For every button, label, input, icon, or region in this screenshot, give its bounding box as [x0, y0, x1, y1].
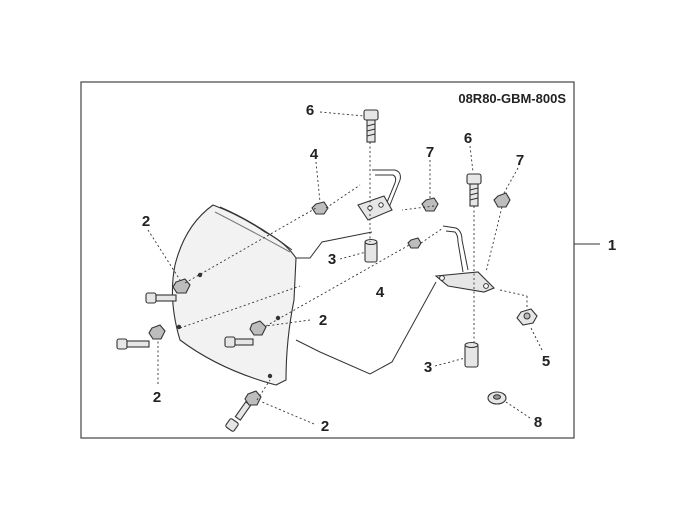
- clip-b: [493, 192, 511, 208]
- callout-7-right: 7: [516, 152, 524, 169]
- bolt-right: [466, 173, 482, 207]
- clip-a: [421, 197, 439, 212]
- callout-8: 8: [534, 414, 542, 431]
- callout-3-upper: 3: [328, 251, 336, 268]
- nut-b: [407, 237, 422, 249]
- part-code: 08R80-GBM-800S: [458, 91, 566, 106]
- callout-2-left: 2: [142, 213, 150, 230]
- callout-4-upper: 4: [310, 146, 319, 163]
- nut-a: [311, 201, 329, 215]
- washer: [487, 391, 507, 405]
- bolt-bottom: [225, 390, 262, 432]
- collar-b: [464, 341, 479, 368]
- collar-a: [364, 238, 378, 263]
- callout-2-lower-left: 2: [153, 389, 161, 406]
- callout-2-mid: 2: [319, 312, 327, 329]
- bolt-top: [363, 109, 379, 143]
- assembly-guides: [179, 142, 528, 401]
- diagram-frame: [80, 81, 575, 439]
- callout-4-center: 4: [376, 284, 385, 301]
- callout-3-lower: 3: [424, 359, 432, 376]
- bolt-mid: [224, 320, 267, 348]
- routing-line-upper: [296, 231, 373, 259]
- callout-6-top: 6: [306, 102, 314, 119]
- right-stay: [434, 225, 495, 293]
- routing-line-lower: [295, 281, 437, 375]
- callout-5: 5: [542, 353, 550, 370]
- bolt-lower-left: [116, 324, 166, 350]
- left-stay: [357, 169, 401, 221]
- callout-7-left: 7: [426, 144, 434, 161]
- cap-nut: [516, 308, 538, 326]
- windscreen: [171, 204, 297, 386]
- callout-2-bottom: 2: [321, 418, 329, 435]
- assembly-label: 1: [608, 237, 616, 254]
- callout-6-right: 6: [464, 130, 472, 147]
